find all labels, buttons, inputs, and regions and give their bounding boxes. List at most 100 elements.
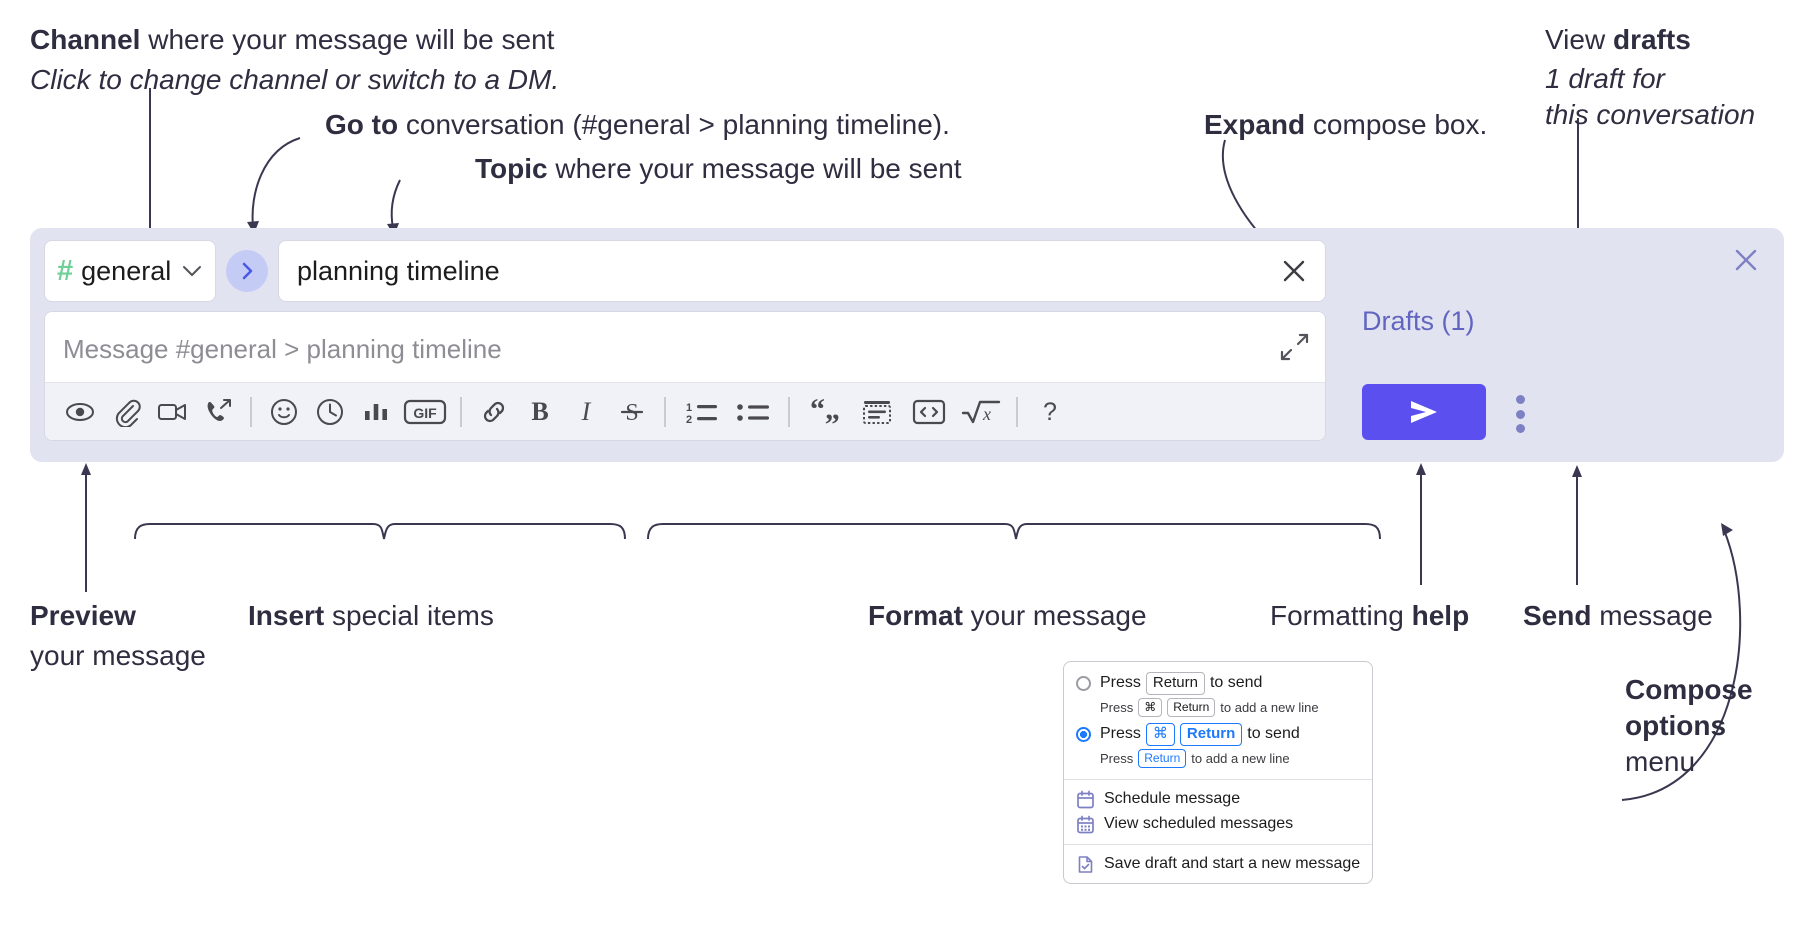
key-return: Return [1145, 672, 1205, 695]
drafts-link[interactable]: Drafts (1) [1362, 306, 1475, 336]
svg-text:GIF: GIF [413, 405, 437, 421]
annotation-insert-rest: special items [324, 600, 494, 631]
blockquote-icon[interactable]: “„ [799, 389, 851, 435]
annotation-channel-italic: Click to change channel or switch to a D… [30, 63, 560, 95]
key-command-icon: ⌘ [1138, 697, 1163, 717]
annotation-compose-options-bold-1: Compose [1625, 674, 1753, 705]
code-block-icon[interactable] [851, 389, 903, 435]
annotation-preview-rest: your message [30, 639, 206, 671]
annotation-compose-options: Compose options menu [1625, 672, 1753, 779]
annotation-drafts: View drafts 1 draft for this conversatio… [1545, 22, 1755, 132]
annotation-format: Format your message [868, 598, 1147, 634]
radio-selected[interactable] [1076, 726, 1091, 742]
key-return: Return [1167, 697, 1216, 717]
svg-text:“„: “„ [810, 397, 840, 426]
key-command-icon: ⌘ [1145, 722, 1175, 746]
emoji-icon[interactable] [261, 389, 307, 435]
formatting-toolbar: GIF B I [45, 382, 1325, 440]
chevron-right-icon [242, 262, 253, 280]
menu-option-return-sub: Press ⌘ Return to add a new line [1064, 697, 1372, 721]
clock-icon[interactable] [307, 389, 353, 435]
bulleted-list-icon[interactable] [727, 389, 779, 435]
annotation-preview: Preview your message [30, 598, 206, 674]
menu-option-cmd-return-sub: Press Return to add a new line [1064, 748, 1372, 772]
bold-icon[interactable]: B [517, 389, 563, 435]
svg-text:2: 2 [686, 414, 692, 426]
annotation-preview-bold: Preview [30, 600, 136, 631]
menu-item-view-scheduled-messages[interactable]: View scheduled messages [1064, 812, 1372, 837]
video-icon[interactable] [149, 389, 195, 435]
menu-item-schedule-message[interactable]: Schedule message [1064, 787, 1372, 812]
attachment-icon[interactable] [103, 389, 149, 435]
svg-text:1: 1 [686, 402, 692, 414]
math-icon[interactable]: x [955, 389, 1007, 435]
annotation-send-rest: message [1591, 600, 1713, 631]
compose-main: # general planning timeline M [44, 240, 1326, 441]
annotation-formatting-help: Formatting help [1270, 598, 1469, 634]
menu-item-save-draft[interactable]: Save draft and start a new message [1064, 852, 1372, 877]
kebab-dot [1515, 395, 1525, 404]
hash-icon: # [57, 254, 74, 287]
menu-item-label: View scheduled messages [1104, 815, 1294, 832]
svg-text:B: B [531, 397, 548, 426]
menu-option-cmd-return-to-send[interactable]: Press ⌘ Return to send [1064, 721, 1372, 748]
preview-icon[interactable] [57, 389, 103, 435]
send-button[interactable] [1362, 384, 1486, 440]
menu-option-return-to-send[interactable]: Press Return to send [1064, 670, 1372, 697]
annotation-channel-rest: where your message will be sent [140, 24, 555, 55]
press-word: Press [1100, 725, 1141, 743]
channel-name: general [81, 255, 172, 286]
compose-options-button[interactable] [1505, 392, 1535, 436]
toolbar-divider [664, 396, 666, 427]
menu-divider [1064, 778, 1372, 780]
formatting-help-icon[interactable]: ? [1027, 389, 1073, 435]
annotation-topic-bold: Topic [475, 153, 548, 184]
ordered-list-icon[interactable]: 1 2 [675, 389, 727, 435]
annotation-expand: Expand compose box. [1204, 107, 1487, 143]
clear-topic-icon[interactable] [1277, 254, 1311, 288]
menu-option-label: Press ⌘ Return to send [1100, 722, 1300, 746]
code-icon[interactable] [903, 389, 955, 435]
tail-text: to send [1247, 725, 1300, 743]
compose-widget: # general planning timeline M [30, 228, 1784, 462]
poll-icon[interactable] [353, 389, 399, 435]
toolbar-divider [250, 396, 252, 427]
channel-selector[interactable]: # general [44, 240, 216, 302]
annotation-help-bold: help [1411, 600, 1470, 631]
annotation-goto: Go to conversation (#general > planning … [325, 107, 950, 143]
message-placeholder: Message #general > planning timeline [63, 334, 502, 364]
annotation-expand-bold: Expand [1204, 109, 1306, 140]
annotation-format-bold: Format [868, 600, 963, 631]
press-word: Press [1100, 674, 1141, 692]
svg-text:x: x [982, 404, 991, 424]
gif-icon[interactable]: GIF [399, 389, 451, 435]
message-input[interactable]: Message #general > planning timeline [44, 311, 1326, 441]
annotation-format-rest: your message [962, 600, 1147, 631]
topic-field[interactable]: planning timeline [278, 240, 1326, 302]
kebab-dot [1515, 409, 1525, 419]
italic-icon[interactable]: I [563, 389, 609, 435]
annotation-drafts-lead: View [1545, 24, 1613, 55]
link-icon[interactable] [471, 389, 517, 435]
expand-icon[interactable] [1279, 332, 1309, 362]
annotation-insert-bold: Insert [248, 600, 325, 631]
annotation-send: Send message [1523, 598, 1713, 634]
annotation-send-bold: Send [1523, 600, 1592, 631]
calendar-view-icon [1076, 815, 1095, 834]
annotation-drafts-bold: drafts [1612, 24, 1691, 55]
compose-header-row: # general planning timeline [44, 240, 1326, 302]
audio-call-icon[interactable] [195, 389, 241, 435]
close-icon[interactable] [1730, 244, 1762, 276]
menu-item-label: Schedule message [1104, 790, 1241, 807]
toolbar-divider [1016, 396, 1018, 427]
go-to-conversation-button[interactable] [226, 250, 268, 292]
radio-unselected[interactable] [1076, 675, 1091, 691]
calendar-schedule-icon [1076, 790, 1095, 809]
strikethrough-icon[interactable]: S [609, 389, 655, 435]
annotation-goto-rest: conversation (#general > planning timeli… [398, 109, 950, 140]
annotation-channel-bold: Channel [30, 24, 141, 55]
tail-text: to add a new line [1191, 750, 1290, 766]
annotation-help-lead: Formatting [1270, 600, 1412, 631]
menu-option-label: Press Return to send [1100, 672, 1262, 695]
